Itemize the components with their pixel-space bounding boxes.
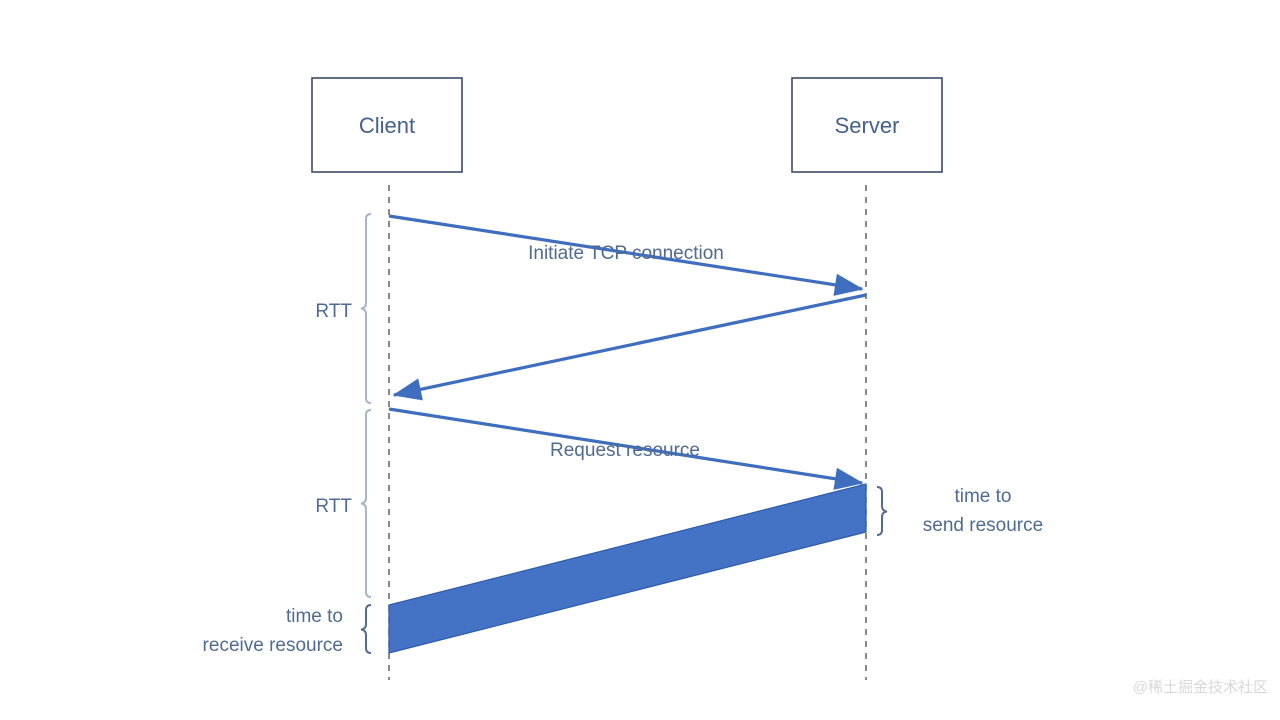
time-to-receive-bracket-shape [360,604,372,654]
message-arrows-group [388,214,867,490]
resource-transfer-band [388,483,867,654]
lifelines-group [388,185,867,680]
time-to-send-label-line-2: send resource [923,515,1043,536]
rtt-2-bracket-shape [360,409,372,598]
client-box-label: Client [359,113,415,138]
rtt-1-bracket-shape [360,213,372,404]
time-to-send-bracket-shape [876,486,888,536]
participant-server[interactable]: Server [791,77,943,173]
watermark-label: @稀土掘金技术社区 [1133,679,1268,696]
server-box-label: Server [835,113,900,138]
msg-request-resource-arrow[interactable] [388,407,864,490]
msg-request-resource-label: Request resource [550,440,700,461]
time-to-receive-label-line-2: receive resource [203,635,343,656]
bracket-time-to-send: time to send resource [876,486,1043,536]
bracket-rtt-2: RTT [315,409,372,598]
msg-initiate-tcp-arrow[interactable] [388,214,864,296]
msg-ack-arrow[interactable] [392,293,867,401]
participant-client[interactable]: Client [311,77,463,173]
rtt-2-label: RTT [315,496,352,517]
bracket-rtt-1: RTT [315,213,372,404]
client-box[interactable] [311,77,463,173]
msg-initiate-tcp-label: Initiate TCP connection [528,243,724,264]
bracket-time-to-receive: time to receive resource [203,604,372,656]
rtt-1-label: RTT [315,301,352,322]
server-box[interactable] [791,77,943,173]
time-to-send-label-line-1: time to [954,486,1011,507]
time-to-receive-label-line-1: time to [286,606,343,627]
